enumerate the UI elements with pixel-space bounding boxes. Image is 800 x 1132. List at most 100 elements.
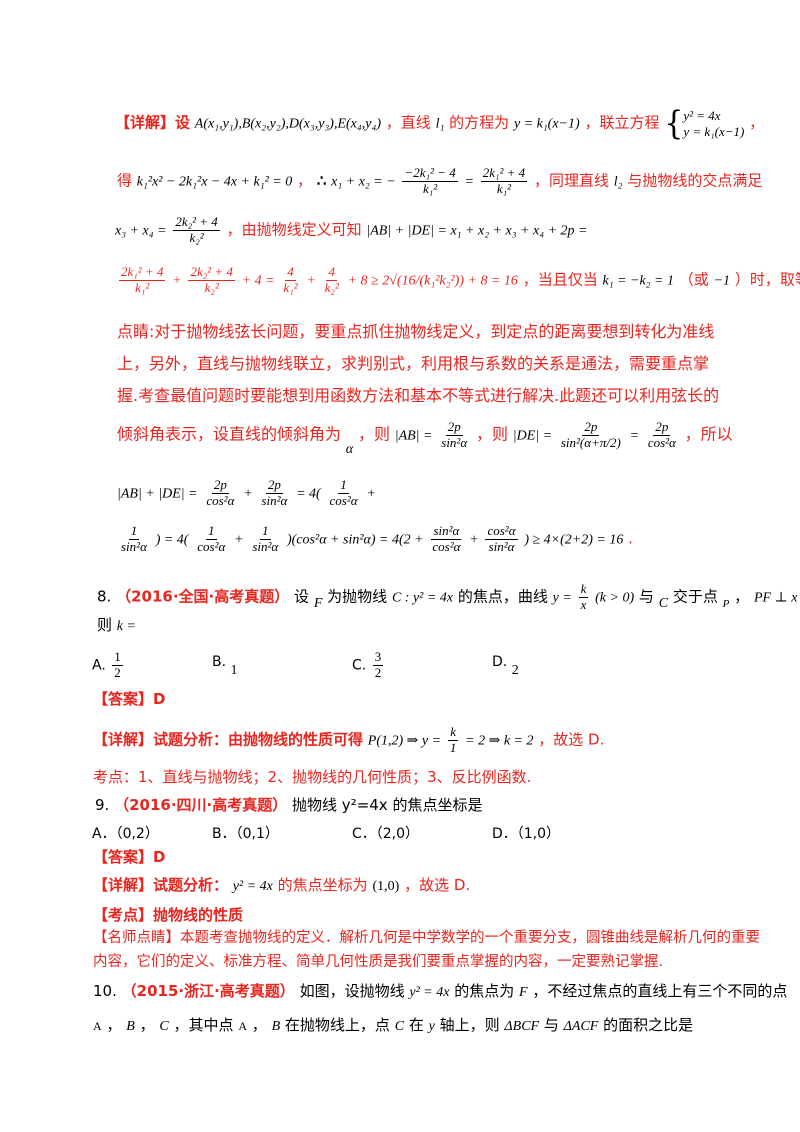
symbol-A: A	[93, 1019, 102, 1033]
value: −1	[713, 273, 731, 289]
ab-length: |AB| =	[394, 428, 433, 444]
text: ，当且仅当	[522, 270, 598, 289]
line-equation: y = k₁(x−1)	[513, 116, 580, 132]
text: 的焦点，曲线	[457, 587, 548, 606]
line-symbol: l₁	[435, 116, 445, 132]
question-number: 10.	[93, 982, 117, 1000]
expr: P(1,2) ⇒ y =	[367, 733, 442, 749]
text: ，故选 D.	[404, 876, 471, 894]
text: ，故选 D.	[538, 730, 605, 749]
q10-stem: 10. （2015·浙江·高考真题） 如图，设抛物线 y² = 4x 的焦点为 …	[93, 982, 787, 1002]
option-value: 2	[511, 663, 519, 678]
plus: +	[172, 273, 182, 289]
q8-answer: 【答案】D	[93, 690, 166, 708]
q9-stem: 9. （2016·四川·高考真题） 抛物线 y²=4x 的焦点坐标是	[95, 796, 482, 814]
option-label: C.	[352, 657, 367, 674]
equation-system: { y² = 4x y = k₁(x−1)	[664, 103, 745, 143]
q10-line-2: A ， B ， C ，其中点 A ， B 在抛物线上，点 C 在 y 轴上，则 …	[93, 1016, 693, 1036]
plus: +	[243, 486, 253, 502]
symbol-B: B	[126, 1019, 135, 1034]
q9-option-c[interactable]: C．（2,0）	[352, 826, 420, 842]
q8-option-d[interactable]: D. 2	[492, 654, 519, 678]
text: ，其中点	[173, 1016, 234, 1034]
text: （或	[678, 270, 709, 289]
quadratic-equation: k₁²x² − 2k₁²x − 4x + k₁² = 0	[136, 174, 293, 190]
text: 【详解】试题分析：	[93, 876, 229, 894]
expr: ) ≥ 4×(2+2) = 16	[524, 532, 624, 548]
question-stem: 抛物线 y²=4x 的焦点坐标是	[292, 796, 483, 814]
focus-point: (1,0)	[372, 879, 400, 894]
text: 与抛物线的交点满足	[627, 171, 763, 190]
parabola-equation: y² = 4x	[409, 985, 450, 1000]
question-source: （2016·全国·高考真题）	[116, 587, 290, 606]
curve-expr: y =	[552, 590, 572, 606]
parabola-equation: y² = 4x	[232, 879, 273, 894]
text: 与	[543, 1016, 559, 1034]
text: ，	[297, 171, 313, 190]
symbol-P: P	[722, 598, 730, 611]
q8-knowledge-point: 考点：1、直线与抛物线；2、抛物线的几何性质；3、反比例函数.	[93, 768, 532, 786]
text: ，直线	[385, 113, 431, 132]
text: ，则	[357, 424, 390, 444]
text: 则	[97, 616, 113, 634]
symbol-C: C	[394, 1019, 405, 1034]
points-expr: A(x₁,y₁),B(x₂,y₂),D(x₃,y₃),E(x₄,y₄)	[194, 116, 382, 132]
sum-expr: x₃ + x₄ =	[115, 223, 167, 239]
expr: |AB| + |DE| =	[117, 486, 198, 502]
text: ，同理直线	[533, 171, 609, 190]
q9-tip-line-2: 内容，它们的定义、标准方程、简单几何性质是我们要重点掌握的内容，一定要熟记掌握.	[93, 954, 664, 970]
symbol-A: A	[238, 1019, 247, 1033]
q9-option-a[interactable]: A．（0,2）	[92, 826, 159, 842]
q8-option-b[interactable]: B. 1	[212, 654, 238, 678]
de-length: |DE| =	[512, 428, 553, 444]
text: ，	[749, 113, 765, 132]
system-eq-a: y² = 4x	[683, 108, 721, 123]
q9-option-d[interactable]: D．（1,0）	[492, 826, 561, 842]
option-label: A.	[92, 657, 106, 674]
text: ，	[139, 1016, 155, 1034]
text: 的面积之比是	[603, 1016, 694, 1034]
text: 【详解】试题分析：由抛物线的性质可得	[93, 730, 364, 749]
inequality-expr: + 8 ≥ 2√(16/(k₁²k₂²)) + 8 = 16	[347, 273, 518, 289]
question-source: （2016·四川·高考真题）	[114, 796, 288, 814]
q9-tip-line-1: 【名师点睛】本题考查抛物线的定义．解析几何是中学数学的一个重要分支，圆锥曲线是解…	[93, 930, 760, 946]
option-label: B.	[212, 654, 227, 670]
equals: =	[629, 428, 640, 444]
q9-knowledge-point: 【考点】抛物线的性质	[93, 906, 244, 924]
system-eq-b: y = k₁(x−1)	[683, 123, 745, 139]
plus: +	[366, 486, 376, 502]
plus: +	[306, 273, 316, 289]
text: 得	[117, 171, 133, 190]
q9-option-b[interactable]: B．（0,1）	[212, 826, 279, 842]
text: 轴上，则	[439, 1016, 500, 1034]
symbol-B: B	[271, 1019, 281, 1034]
equality-condition: k₁ = −k₂ = 1	[602, 273, 674, 289]
question-source: （2015·浙江·高考真题）	[121, 982, 295, 1000]
k-expr: k =	[116, 619, 136, 634]
solution-line-1: 【详解】设 A(x₁,y₁),B(x₂,y₂),D(x₃,y₃),E(x₄,y₄…	[115, 103, 765, 143]
expr: )(cos²α + sin²α) = 4(2 +	[287, 532, 424, 548]
text: 在抛物线上，点	[284, 1016, 390, 1034]
